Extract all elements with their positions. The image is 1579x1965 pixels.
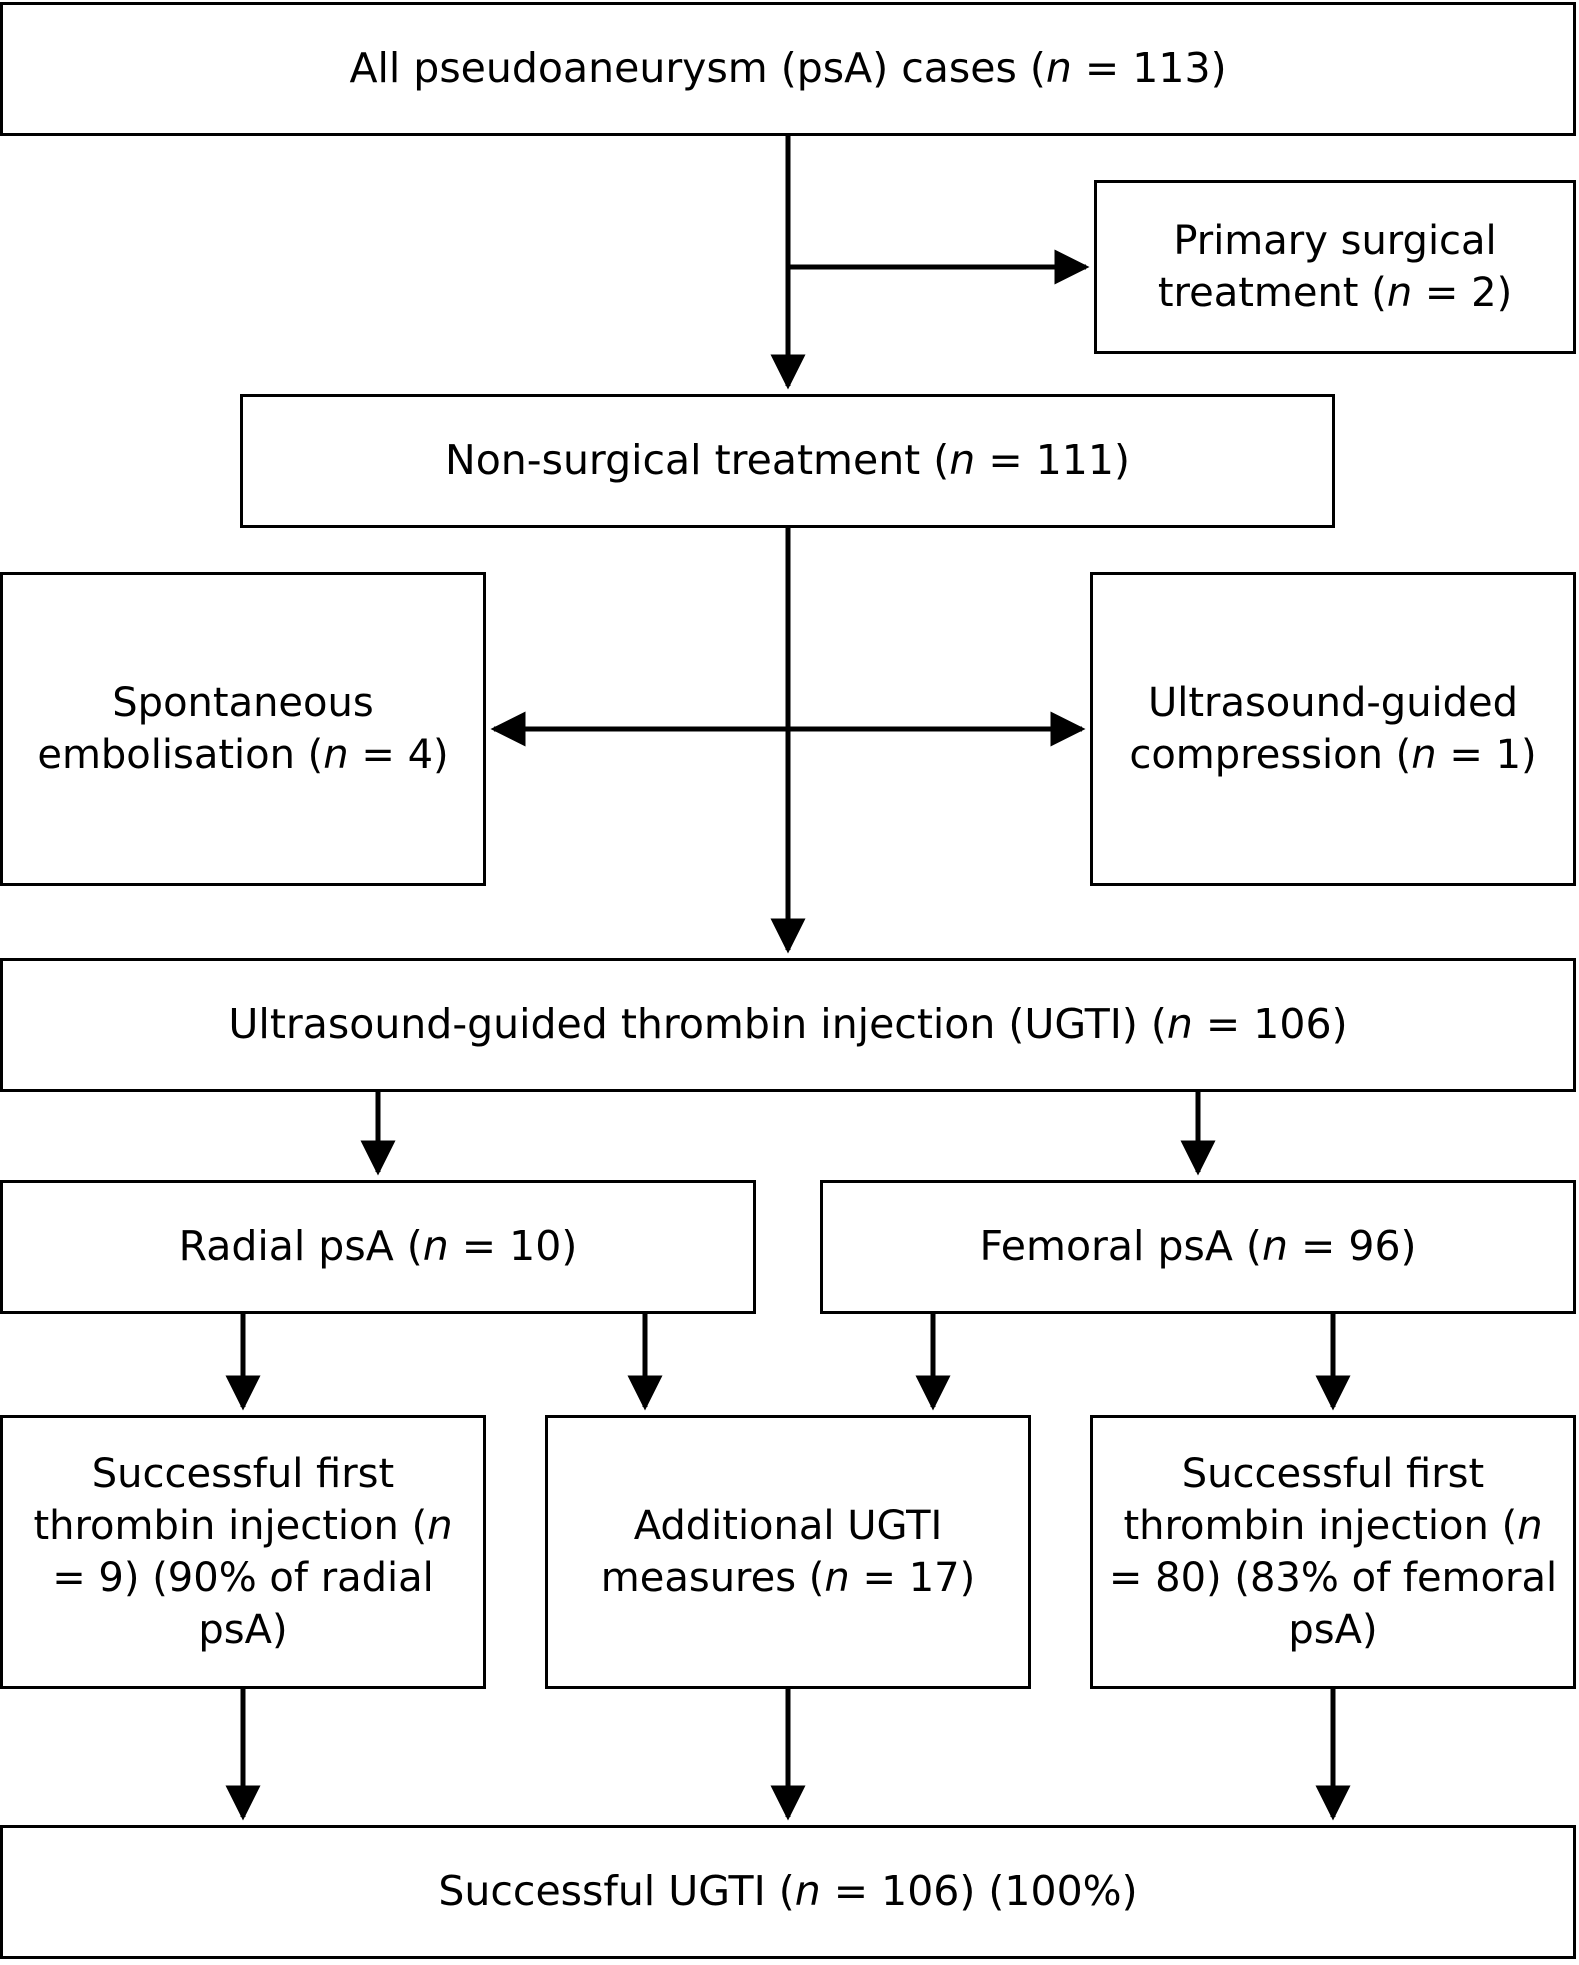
node-primary-surgical-treatment: Primary surgical treatment (n = 2)	[1094, 180, 1576, 354]
node-label: Spontaneous embolisation (n = 4)	[37, 680, 449, 778]
node-label: Ultrasound-guided thrombin injection (UG…	[228, 1000, 1348, 1049]
node-radial-psa: Radial psA (n = 10)	[0, 1180, 756, 1314]
node-additional-ugti-measures: Additional UGTI measures (n = 17)	[545, 1415, 1031, 1689]
node-label: Femoral psA (n = 96)	[979, 1222, 1417, 1271]
node-label: Primary surgical treatment (n = 2)	[1157, 218, 1513, 316]
node-label: Non-surgical treatment (n = 111)	[445, 436, 1130, 485]
node-label: Additional UGTI measures (n = 17)	[600, 1503, 976, 1601]
node-ultrasound-guided-compression: Ultrasound-guided compression (n = 1)	[1090, 572, 1576, 886]
node-spontaneous-embolisation: Spontaneous embolisation (n = 4)	[0, 572, 486, 886]
node-label: All pseudoaneurysm (psA) cases (n = 113)	[349, 44, 1227, 93]
node-label: Successful first thrombin injection (n =…	[1108, 1451, 1558, 1653]
node-successful-first-injection-femoral: Successful first thrombin injection (n =…	[1090, 1415, 1576, 1689]
node-femoral-psa: Femoral psA (n = 96)	[820, 1180, 1576, 1314]
node-label: Ultrasound-guided compression (n = 1)	[1129, 680, 1537, 778]
node-successful-ugti-total: Successful UGTI (n = 106) (100%)	[0, 1825, 1576, 1959]
node-ultrasound-guided-thrombin-injection: Ultrasound-guided thrombin injection (UG…	[0, 958, 1576, 1092]
node-all-pseudoaneurysm-cases: All pseudoaneurysm (psA) cases (n = 113)	[0, 2, 1576, 136]
node-label: Successful first thrombin injection (n =…	[33, 1451, 453, 1653]
node-label: Radial psA (n = 10)	[178, 1222, 578, 1271]
node-label: Successful UGTI (n = 106) (100%)	[438, 1867, 1138, 1916]
node-non-surgical-treatment: Non-surgical treatment (n = 111)	[240, 394, 1335, 528]
node-successful-first-injection-radial: Successful first thrombin injection (n =…	[0, 1415, 486, 1689]
